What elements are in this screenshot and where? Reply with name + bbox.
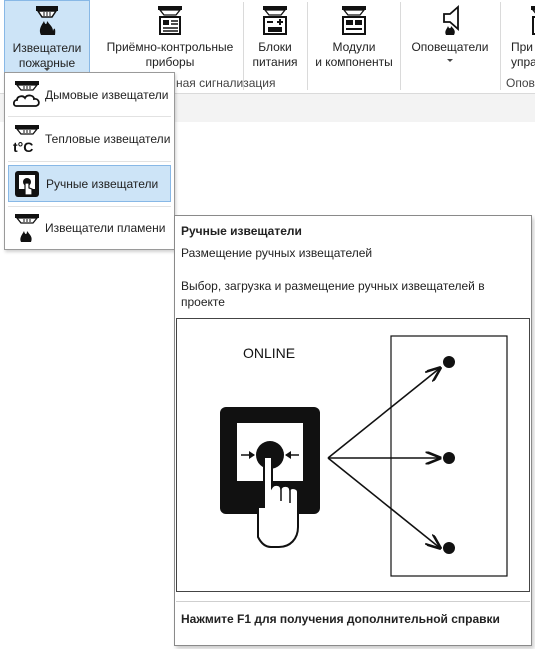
menu-divider xyxy=(8,206,171,207)
ribbon-label-line1: При xyxy=(511,40,534,54)
modules-icon xyxy=(342,6,366,35)
ribbon-divider xyxy=(500,2,501,90)
tooltip-divider xyxy=(176,601,530,602)
menu-item-flame-detectors[interactable]: Извещатели пламени xyxy=(8,210,171,247)
svg-text:t°C: t°C xyxy=(13,139,33,154)
menu-divider xyxy=(8,116,171,117)
sounders-button[interactable]: Оповещатели xyxy=(404,0,496,74)
smoke-detector-icon xyxy=(12,81,40,107)
ribbon-label-line1: Модули xyxy=(332,40,376,54)
sounder-icon xyxy=(443,5,459,35)
ribbon-label-line2: питания xyxy=(252,55,298,69)
press-arrowhead-right xyxy=(285,451,291,459)
menu-item-label: Ручные извещатели xyxy=(46,177,159,191)
control-device-icon xyxy=(531,6,535,35)
tooltip-subtitle: Размещение ручных извещателей xyxy=(181,246,373,260)
menu-item-label: Дымовые извещатели xyxy=(45,88,169,102)
tooltip-illustration: ONLINE xyxy=(176,318,530,592)
power-supply-icon xyxy=(263,6,287,35)
ribbon-group-label: Опов xyxy=(506,76,535,90)
flame-detector-icon xyxy=(15,214,39,242)
signal-arrow-top xyxy=(327,368,440,459)
manual-call-point-diagram: ONLINE xyxy=(220,335,508,577)
ribbon-label-line1: Блоки xyxy=(258,40,292,54)
menu-item-smoke-detectors[interactable]: Дымовые извещатели xyxy=(8,77,171,114)
devices-frame xyxy=(390,335,508,577)
ribbon-label-line2: пожарные xyxy=(18,56,76,70)
ribbon-bottom-border xyxy=(0,93,535,94)
device-dot xyxy=(443,452,455,464)
fire-detectors-dropdown: Дымовые извещатели t°C Тепловые извещате… xyxy=(4,72,175,250)
tooltip-manual-call-points: Ручные извещатели Размещение ручных изве… xyxy=(174,215,532,646)
menu-item-manual-call-points[interactable]: Ручные извещатели xyxy=(8,165,171,202)
tooltip-help-text: Нажмите F1 для получения дополнительной … xyxy=(181,612,500,626)
ribbon-group-label: ная сигнализация xyxy=(176,76,276,90)
control-panel-icon xyxy=(158,6,182,35)
ribbon-label-line1: Оповещатели xyxy=(411,40,489,54)
chevron-down-icon xyxy=(447,59,453,62)
menu-item-label: Тепловые извещатели xyxy=(45,132,171,146)
device-dot xyxy=(443,356,455,368)
menu-item-label: Извещатели пламени xyxy=(45,221,166,235)
heat-detector-icon: t°C xyxy=(13,125,39,154)
fire-detector-icon xyxy=(36,6,58,35)
ribbon-label-line2: упра xyxy=(511,55,535,69)
menu-divider xyxy=(8,161,171,162)
tooltip-description: Выбор, загрузка и размещение ручных изве… xyxy=(181,279,485,309)
ribbon-label-line2: приборы xyxy=(145,55,195,69)
online-label: ONLINE xyxy=(243,345,295,361)
tooltip-title: Ручные извещатели xyxy=(181,224,302,238)
chevron-down-icon xyxy=(44,68,50,71)
ribbon-divider xyxy=(400,2,401,90)
ribbon-divider xyxy=(307,2,308,90)
ribbon-divider xyxy=(243,2,244,90)
press-arrowhead-left xyxy=(249,451,255,459)
ribbon-label-line1: Приёмно-контрольные xyxy=(106,40,234,54)
ribbon-label-line1: Извещатели xyxy=(12,41,82,55)
manual-call-point-icon xyxy=(15,171,39,197)
signal-arrow-bottom xyxy=(327,457,440,548)
menu-item-heat-detectors[interactable]: t°C Тепловые извещатели xyxy=(8,121,171,158)
device-dot xyxy=(443,542,455,554)
hand-icon xyxy=(257,456,299,548)
ribbon-label-line2: и компоненты xyxy=(315,55,393,69)
